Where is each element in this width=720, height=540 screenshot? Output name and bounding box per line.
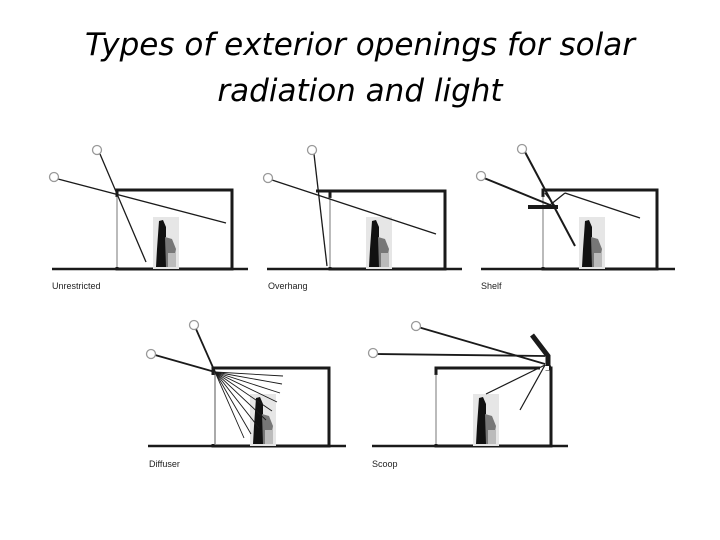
panel-scoop: Scoop (367, 320, 568, 469)
panel-label: Unrestricted (52, 281, 101, 291)
occupant-figure (153, 217, 179, 269)
occupant-figure (366, 217, 392, 269)
sun-high-icon (188, 319, 200, 331)
sun-high-icon (410, 320, 422, 332)
occupant-figure (250, 394, 276, 446)
occupant-figure (473, 394, 499, 446)
sun-ray (417, 326, 546, 365)
sun-high-icon (306, 144, 318, 156)
reflected-ray (519, 364, 546, 411)
sun-low-icon (262, 172, 274, 184)
sun-ray (313, 153, 328, 267)
panel-label: Shelf (481, 281, 502, 291)
reflected-ray (485, 364, 546, 395)
title-line-1: Types of exterior openings for solar (85, 27, 635, 63)
reflected-ray (544, 192, 556, 207)
sun-low-icon (48, 171, 60, 183)
sun-high-icon (516, 143, 528, 155)
panel-diffuser: Diffuser (145, 319, 346, 469)
sun-ray (99, 153, 147, 263)
sun-low-icon (475, 170, 487, 182)
sun-ray (57, 178, 227, 224)
sun-ray (375, 353, 546, 357)
sun-ray (154, 354, 216, 373)
panel-label: Diffuser (149, 459, 180, 469)
panel-shelf: Shelf (475, 143, 675, 291)
sun-ray (195, 328, 216, 373)
sun-ray (271, 179, 437, 235)
panel-label: Scoop (372, 459, 398, 469)
reflected-ray (564, 192, 641, 219)
panel-label: Overhang (268, 281, 308, 291)
title-line-2: radiation and light (217, 73, 503, 109)
sun-ray (483, 177, 551, 206)
sun-low-icon (145, 348, 157, 360)
roof-scoop (530, 333, 551, 371)
sun-high-icon (91, 144, 103, 156)
diffused-rays (214, 371, 284, 439)
occupant-figure (579, 217, 605, 269)
panel-overhang: Overhang (262, 144, 462, 291)
panel-unrestricted: Unrestricted (48, 144, 248, 291)
slide-title: Types of exterior openings for solar rad… (0, 22, 720, 114)
sun-low-icon (367, 347, 379, 359)
